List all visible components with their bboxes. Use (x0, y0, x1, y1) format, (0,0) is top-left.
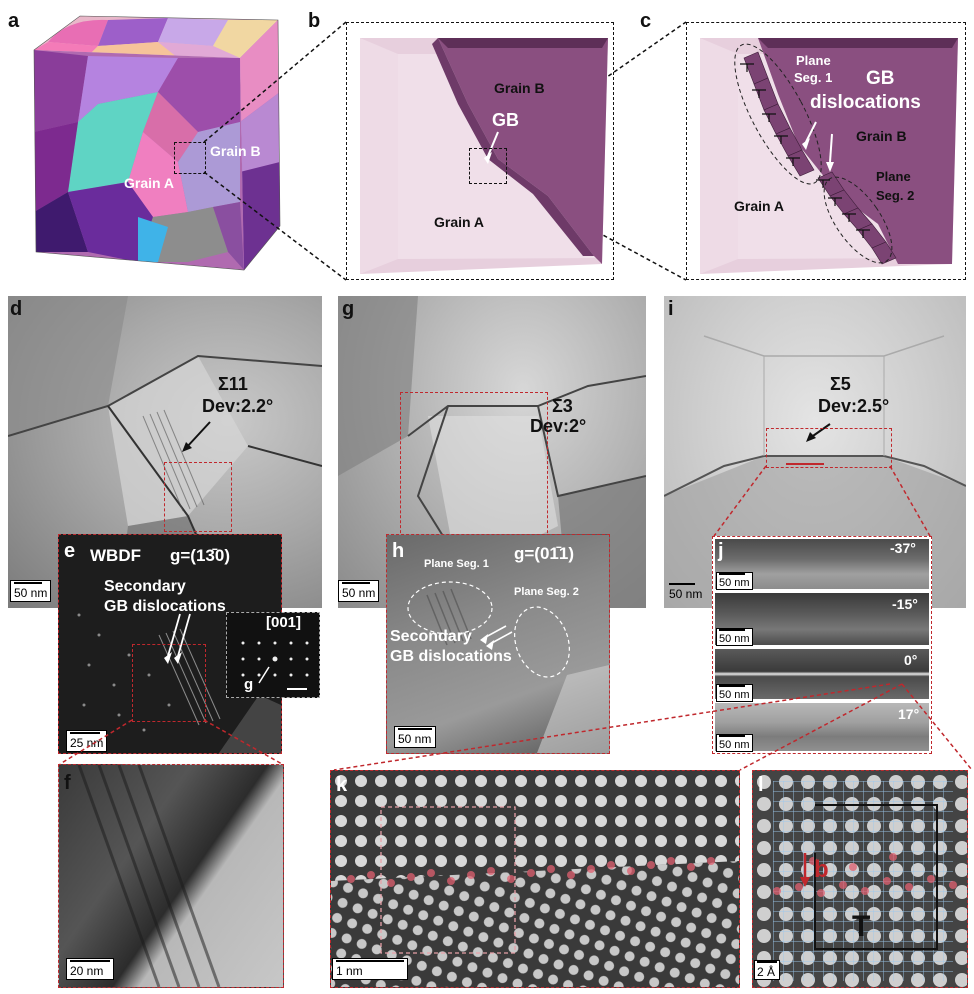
panel-e-g: g=(13̄0) (170, 546, 230, 565)
panel-i-zoom-box (766, 428, 892, 468)
panel-h-seg1: Plane Seg. 1 (424, 558, 489, 570)
panel-c-grain-b: Grain B (856, 128, 907, 144)
panel-g-sigma: Σ3 (552, 396, 573, 416)
panel-b-frame (346, 22, 614, 280)
panel-f-scale-text: 20 nm (70, 964, 104, 978)
panel-k-scale-bar: 1 nm (332, 958, 408, 980)
panel-d-scale-bar: 50 nm (10, 580, 52, 602)
panel-c-label: c (640, 10, 652, 32)
panel-j-tilt-4: 17° (898, 706, 920, 722)
panel-c-gb-label: GB (866, 68, 895, 89)
panel-b-gb: GB (492, 110, 519, 130)
panel-d-sigma: Σ11 (218, 374, 248, 394)
panel-d-zoom-box (164, 462, 232, 532)
panel-i-sigma: Σ5 (830, 374, 851, 394)
panel-i-dev: Dev:2.5° (818, 396, 890, 416)
panel-c-frame (686, 22, 966, 280)
panel-l-scale-bar: 2 Å (754, 960, 780, 980)
panel-c-dislocations-label: dislocations (810, 92, 921, 113)
panel-k-scale-text: 1 nm (336, 964, 363, 978)
panel-g-label: g (342, 298, 355, 320)
panel-j-scale-1: 50 nm (716, 572, 753, 590)
panel-l-label: l (758, 774, 764, 796)
panel-l-scale-text: 2 Å (757, 965, 776, 979)
panel-g-zoom-box (400, 392, 548, 538)
panel-j-scale-text-3: 50 nm (719, 689, 750, 701)
panel-f-tem-image (58, 764, 284, 988)
panel-h-g: g=(01̄1) (514, 544, 574, 563)
panel-l-circuit: T (852, 910, 871, 943)
panel-a-zoom-box (174, 142, 206, 174)
panel-e-scale-bar: 25 nm (66, 730, 108, 752)
panel-d-label: d (10, 298, 23, 320)
panel-k-label: k (336, 774, 348, 796)
panel-d-dev: Dev:2.2° (202, 396, 274, 416)
panel-i-scale-bar: 50 nm (666, 582, 705, 602)
panel-f-label: f (64, 772, 71, 794)
panel-h-scale-bar: 50 nm (394, 726, 436, 748)
panel-g-scale-text: 50 nm (342, 586, 376, 600)
panel-d-arrow (182, 421, 211, 452)
panel-e-diffraction-inset (226, 612, 320, 698)
panel-h-scale-text: 50 nm (398, 732, 432, 746)
panel-i-arrow (806, 423, 831, 442)
panel-l-burgers-image (752, 770, 968, 988)
panel-h-annot-2: GB dislocations (390, 648, 512, 665)
panel-g-dev: Dev:2° (530, 416, 587, 436)
panel-e-label: e (64, 540, 76, 562)
panel-e-annot-2: GB dislocations (104, 598, 226, 615)
zoom-connectors-ij (713, 465, 931, 537)
panel-j-scale-3: 50 nm (716, 684, 753, 702)
panel-h-label: h (392, 540, 405, 562)
panel-c-seg1-l1: Plane (796, 53, 831, 68)
panel-j-frame (712, 536, 932, 754)
panel-j-scale-text-2: 50 nm (719, 633, 750, 645)
panel-c-seg2-l1: Plane (876, 169, 911, 184)
panel-g-scale-bar: 50 nm (338, 580, 380, 602)
panel-h-segment-ellipses (407, 581, 570, 678)
panel-b-grain-b: Grain B (494, 80, 545, 96)
panel-a-grain-a: Grain A (124, 175, 175, 191)
panel-b-label: b (308, 10, 321, 32)
panel-i-label: i (668, 298, 674, 320)
panel-a-grain-b: Grain B (210, 143, 261, 159)
panel-c-seg1-l2: Seg. 1 (794, 70, 833, 85)
panel-j-scale-2: 50 nm (716, 628, 753, 646)
panel-e-scale-text: 25 nm (70, 736, 104, 750)
panel-e-g-vector: g (244, 676, 254, 693)
panel-b-gb-arrow (484, 131, 499, 164)
panel-c-dislocation-illustration (700, 38, 958, 274)
panel-j-tilt-2: -15° (892, 596, 918, 612)
panel-i-scale-text: 50 nm (669, 587, 703, 601)
panel-b-grain-a: Grain A (434, 214, 485, 230)
panel-j-scale-text-1: 50 nm (719, 577, 750, 589)
panel-e-annot-1: Secondary (104, 578, 186, 595)
zoom-connectors-jkl (333, 683, 973, 771)
panel-a-label: a (8, 10, 20, 32)
panel-j-label: j (718, 540, 724, 562)
panel-e-zoom-box (132, 644, 206, 722)
panel-c-grain-a: Grain A (734, 198, 785, 214)
panel-j-tilt-1: -37° (890, 540, 916, 556)
panel-j-scale-4: 50 nm (716, 734, 753, 752)
panel-j-scale-text-4: 50 nm (719, 739, 750, 751)
grain-cube-illustration (33, 15, 281, 271)
panel-e-zone-axis: [001] (266, 614, 302, 631)
panel-j-tilt-3: 0° (904, 652, 918, 668)
panel-b-zoom-box (469, 148, 507, 184)
panel-k-hrtem-image (330, 770, 740, 988)
panel-h-seg2: Plane Seg. 2 (514, 586, 579, 598)
panel-e-arrows (164, 613, 191, 664)
panel-c-seg2-l2: Seg. 2 (876, 188, 915, 203)
panel-d-scale-text: 50 nm (14, 586, 48, 600)
panel-h-annot-1: Secondary (390, 628, 472, 645)
panel-e-mode: WBDF (90, 546, 141, 565)
panel-f-scale-bar: 20 nm (66, 958, 114, 980)
panel-l-burgers-vector: b (814, 856, 829, 883)
zoom-connectors-ef (59, 719, 283, 765)
panel-b-gb-illustration (360, 38, 608, 274)
